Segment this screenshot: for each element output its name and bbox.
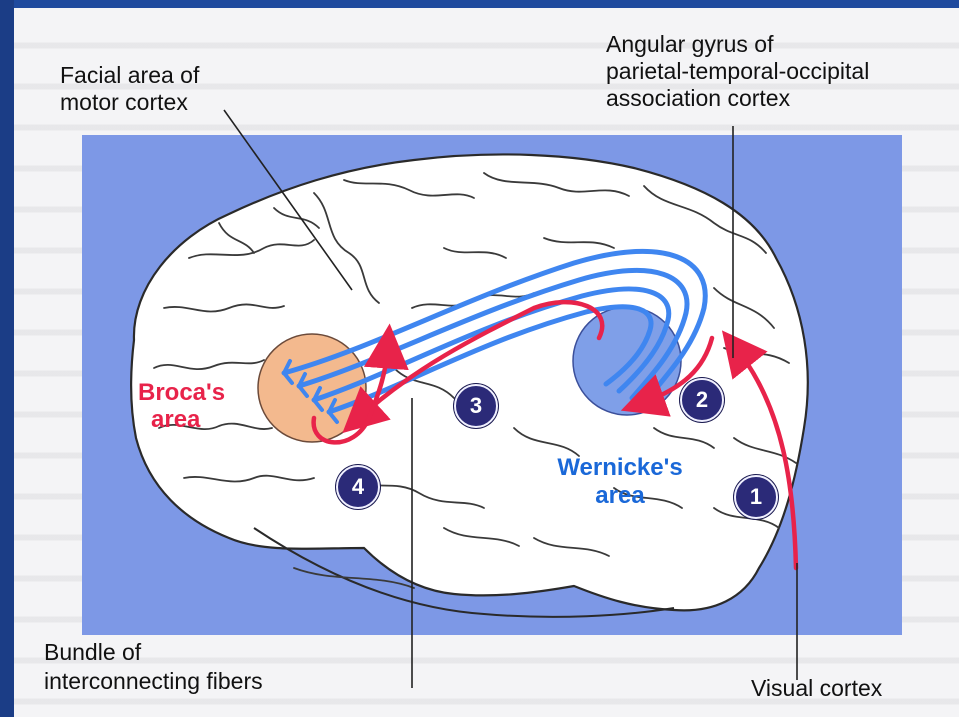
broca-label-line1: Broca's bbox=[138, 379, 225, 407]
facial-area-label-line2: motor cortex bbox=[60, 88, 188, 116]
step-3-marker: 3 bbox=[454, 384, 498, 428]
frame-top-border bbox=[0, 0, 959, 8]
slide-page: Facial area of motor cortex Angular gyru… bbox=[14, 8, 959, 717]
bundle-label-line1: Bundle of bbox=[44, 638, 141, 666]
angular-gyrus-label-line3: association cortex bbox=[606, 84, 790, 112]
step-2-marker: 2 bbox=[680, 378, 724, 422]
wernicke-label-line2: area bbox=[550, 482, 690, 510]
bundle-label-line2: interconnecting fibers bbox=[44, 667, 263, 695]
frame-left-border bbox=[0, 0, 14, 717]
facial-area-label-line1: Facial area of bbox=[60, 61, 199, 89]
step-1-marker: 1 bbox=[734, 475, 778, 519]
visual-cortex-label: Visual cortex bbox=[751, 674, 882, 702]
angular-gyrus-label-line2: parietal-temporal-occipital bbox=[606, 57, 869, 85]
wernicke-label-line1: Wernicke's bbox=[550, 454, 690, 482]
step-4-marker: 4 bbox=[336, 465, 380, 509]
broca-label-line2: area bbox=[151, 406, 200, 434]
angular-gyrus-label-line1: Angular gyrus of bbox=[606, 30, 773, 58]
